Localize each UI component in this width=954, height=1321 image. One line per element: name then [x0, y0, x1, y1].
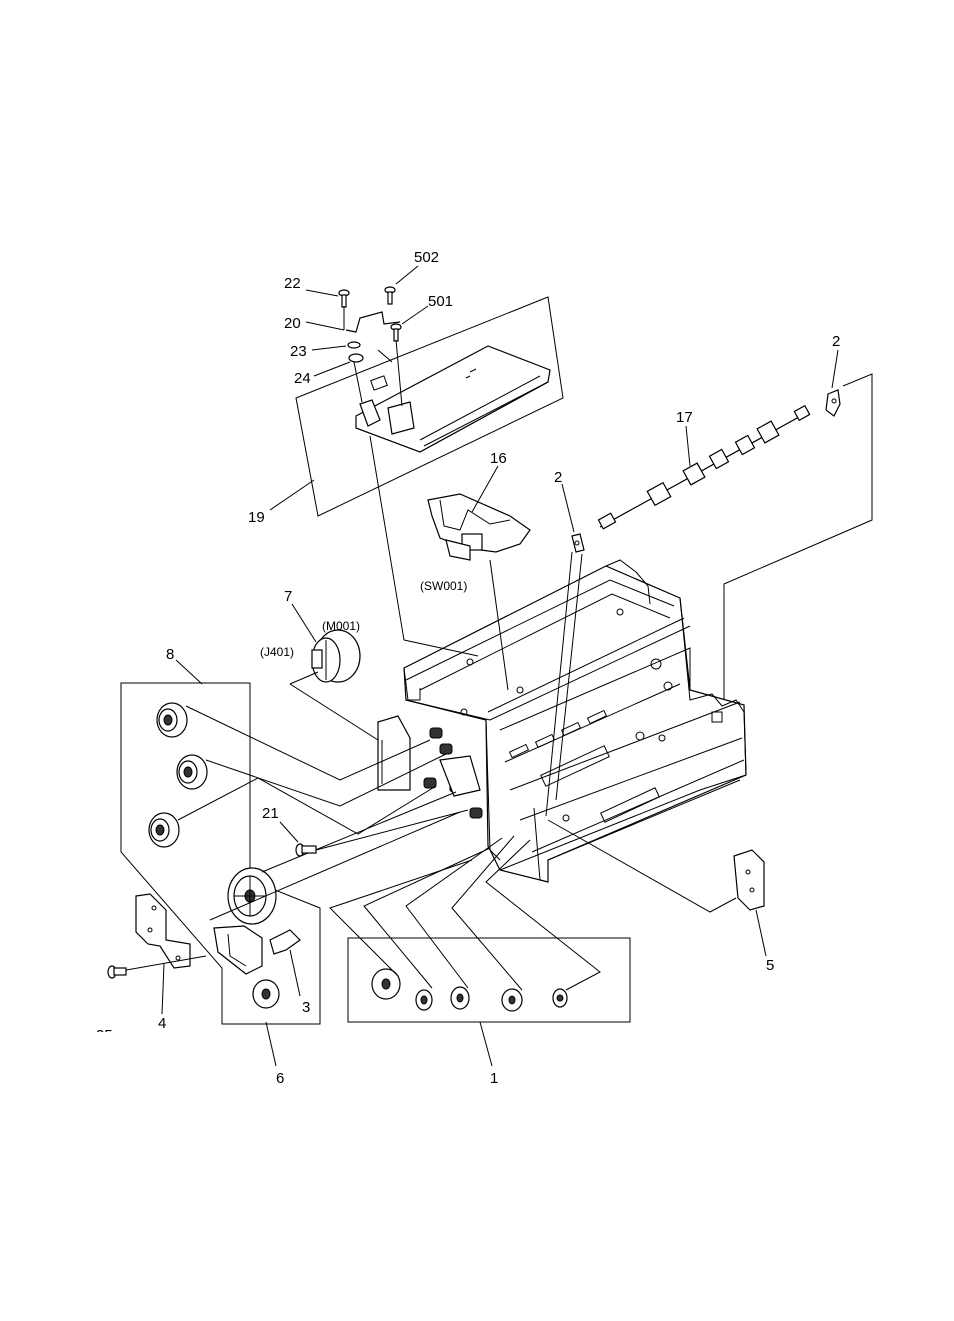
callout-2-right: 2 [832, 333, 840, 350]
screw-502 [384, 286, 396, 305]
washer-23 [347, 341, 361, 349]
ref-m001: (M001) [322, 619, 360, 633]
callout-22: 22 [284, 275, 301, 292]
gear-8b [176, 754, 208, 790]
ref-j401: (J401) [260, 645, 294, 659]
group-box-1 [347, 937, 631, 1023]
screw-501 [390, 323, 402, 342]
screw-25 [107, 965, 127, 979]
side-plate-4 [135, 893, 191, 969]
ref-sw001: (SW001) [420, 579, 467, 593]
ring-24 [348, 353, 364, 363]
label-crop-mask [90, 1032, 130, 1046]
group-box-2-17 [713, 373, 873, 735]
gear-8c [148, 812, 180, 848]
sensor-unit [427, 493, 531, 561]
callout-2-center: 2 [554, 469, 562, 486]
callout-20: 20 [284, 315, 301, 332]
large-drive-gear [227, 867, 277, 925]
callout-23: 23 [290, 343, 307, 360]
bracket-5 [733, 849, 765, 911]
gear-6 [252, 979, 280, 1009]
callout-6: 6 [276, 1070, 284, 1087]
callout-5: 5 [766, 957, 774, 974]
main-chassis-frame [403, 559, 747, 883]
scanner-bracket [345, 311, 401, 333]
gear-1c [450, 986, 470, 1010]
screw-21 [295, 843, 317, 857]
screw-22 [338, 289, 350, 308]
gear-1b [415, 989, 433, 1011]
lever-3 [269, 929, 301, 955]
callout-501: 501 [428, 293, 453, 310]
callout-21: 21 [262, 805, 279, 822]
callout-3: 3 [302, 999, 310, 1016]
roller-shaft [597, 404, 811, 530]
callout-7: 7 [284, 588, 292, 605]
bushing-2-right [825, 389, 841, 417]
callout-24: 24 [294, 370, 311, 387]
motor [311, 629, 361, 683]
callout-502: 502 [414, 249, 439, 266]
callout-8: 8 [166, 646, 174, 663]
callout-16: 16 [490, 450, 507, 467]
bushing-2-center [571, 533, 585, 553]
callout-1: 1 [490, 1070, 498, 1087]
callout-19: 19 [248, 509, 265, 526]
gear-1d [501, 988, 523, 1012]
clutch-bracket [213, 925, 263, 975]
callout-4: 4 [158, 1015, 166, 1032]
gear-mount-bracket [377, 715, 483, 819]
gear-8a [156, 702, 188, 738]
callout-17: 17 [676, 409, 693, 426]
group-box-8 [120, 682, 321, 1025]
gear-1e [552, 988, 568, 1008]
group-box-19 [295, 296, 564, 517]
scanner-unit [355, 345, 551, 453]
gear-1a [371, 968, 401, 1000]
